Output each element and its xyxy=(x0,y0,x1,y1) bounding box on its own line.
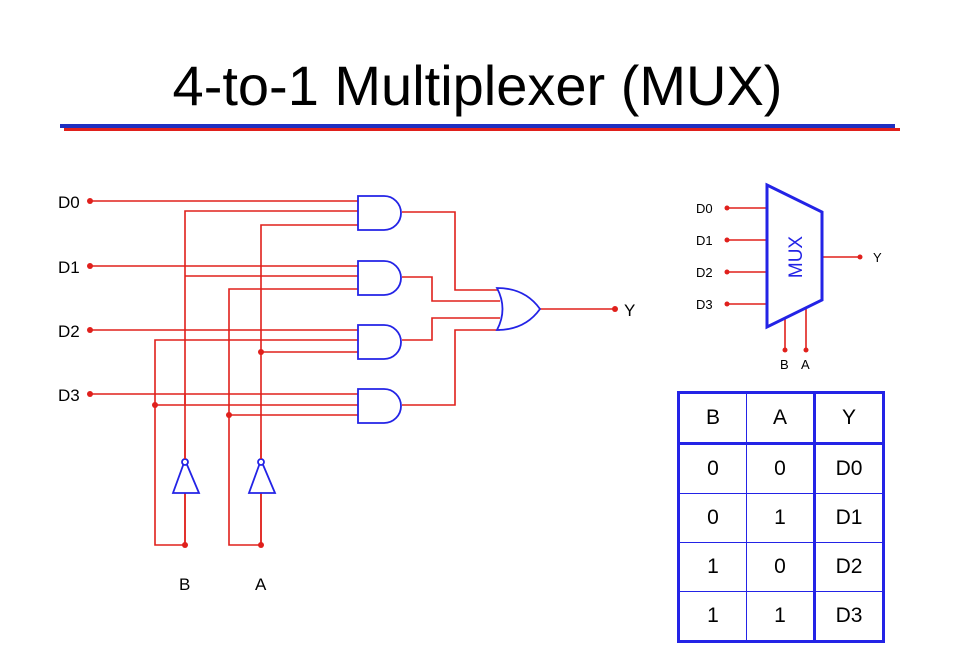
and-gate-1 xyxy=(357,260,402,296)
circuit-label-b: B xyxy=(179,575,190,594)
mux-input-d1: D1 xyxy=(696,233,713,248)
mux-input-d3: D3 xyxy=(696,297,713,312)
and3-out xyxy=(402,329,500,406)
truth-table-row: 1 0 D2 xyxy=(678,542,884,592)
page-title: 4-to-1 Multiplexer (MUX) xyxy=(172,54,783,117)
circuit-wires xyxy=(90,200,613,546)
mux-select-a: A xyxy=(801,357,810,372)
circuit-label-d0: D0 xyxy=(58,193,80,212)
mux-input-d0: D0 xyxy=(696,201,713,216)
title-underline-blue xyxy=(60,124,895,128)
truth-table-cell: D3 xyxy=(813,591,884,642)
circuit-label-a: A xyxy=(255,575,267,594)
or-gate xyxy=(495,287,542,331)
mux-select-b: B xyxy=(780,357,789,372)
circuit-label-d2: D2 xyxy=(58,322,80,341)
truth-table-cell: D0 xyxy=(813,443,884,494)
truth-table-cell: 1 xyxy=(746,591,815,642)
truth-table-header-cell: B xyxy=(678,392,747,445)
b-inverter-bubble xyxy=(181,458,189,466)
truth-table-cell: 1 xyxy=(678,591,747,642)
mux-input-d2: D2 xyxy=(696,265,713,280)
truth-table-header-cell: A xyxy=(746,392,815,445)
b-not-wire xyxy=(154,339,358,546)
and-gate-0 xyxy=(357,195,402,231)
circuit-label-d1: D1 xyxy=(58,258,80,277)
truth-table-row: 0 1 D1 xyxy=(678,493,884,543)
mux-label: MUX xyxy=(786,236,807,279)
mux-output-y: Y xyxy=(873,250,882,265)
truth-table-cell: 0 xyxy=(746,443,815,494)
b-inverter xyxy=(171,457,201,494)
truth-table-header: B A Y xyxy=(678,392,884,445)
and-gates xyxy=(171,195,542,494)
a-not-wire xyxy=(228,288,358,546)
truth-table: B A Y 0 0 D0 0 1 D1 1 0 D2 1 1 D3 xyxy=(677,391,885,643)
truth-table-cell: D2 xyxy=(813,542,884,592)
a-inverter xyxy=(247,457,277,494)
truth-table-header-cell: Y xyxy=(813,392,884,445)
circuit-label-y: Y xyxy=(624,301,635,320)
circuit-label-d3: D3 xyxy=(58,386,80,405)
truth-table-cell: 0 xyxy=(746,542,815,592)
and-gate-2 xyxy=(357,324,402,360)
truth-table-cell: 0 xyxy=(678,493,747,543)
junction-dots xyxy=(87,198,618,548)
truth-table-row: 1 1 D3 xyxy=(678,591,884,642)
truth-table-cell: 0 xyxy=(678,443,747,494)
truth-table-cell: 1 xyxy=(678,542,747,592)
title-underline-red xyxy=(64,128,900,131)
truth-table-cell: D1 xyxy=(813,493,884,543)
and1-out xyxy=(402,276,500,302)
truth-table-cell: 1 xyxy=(746,493,815,543)
truth-table-row: 0 0 D0 xyxy=(678,443,884,494)
mux-trapezoid xyxy=(765,182,824,330)
b-wire xyxy=(184,210,358,545)
mux-block-symbol: MUX D0 D1 D2 D3 Y B A xyxy=(696,182,882,372)
and2-out xyxy=(402,317,500,341)
and0-out xyxy=(402,211,500,291)
and-gate-3 xyxy=(357,388,402,424)
a-inverter-bubble xyxy=(257,458,265,466)
a-wire xyxy=(260,224,358,545)
